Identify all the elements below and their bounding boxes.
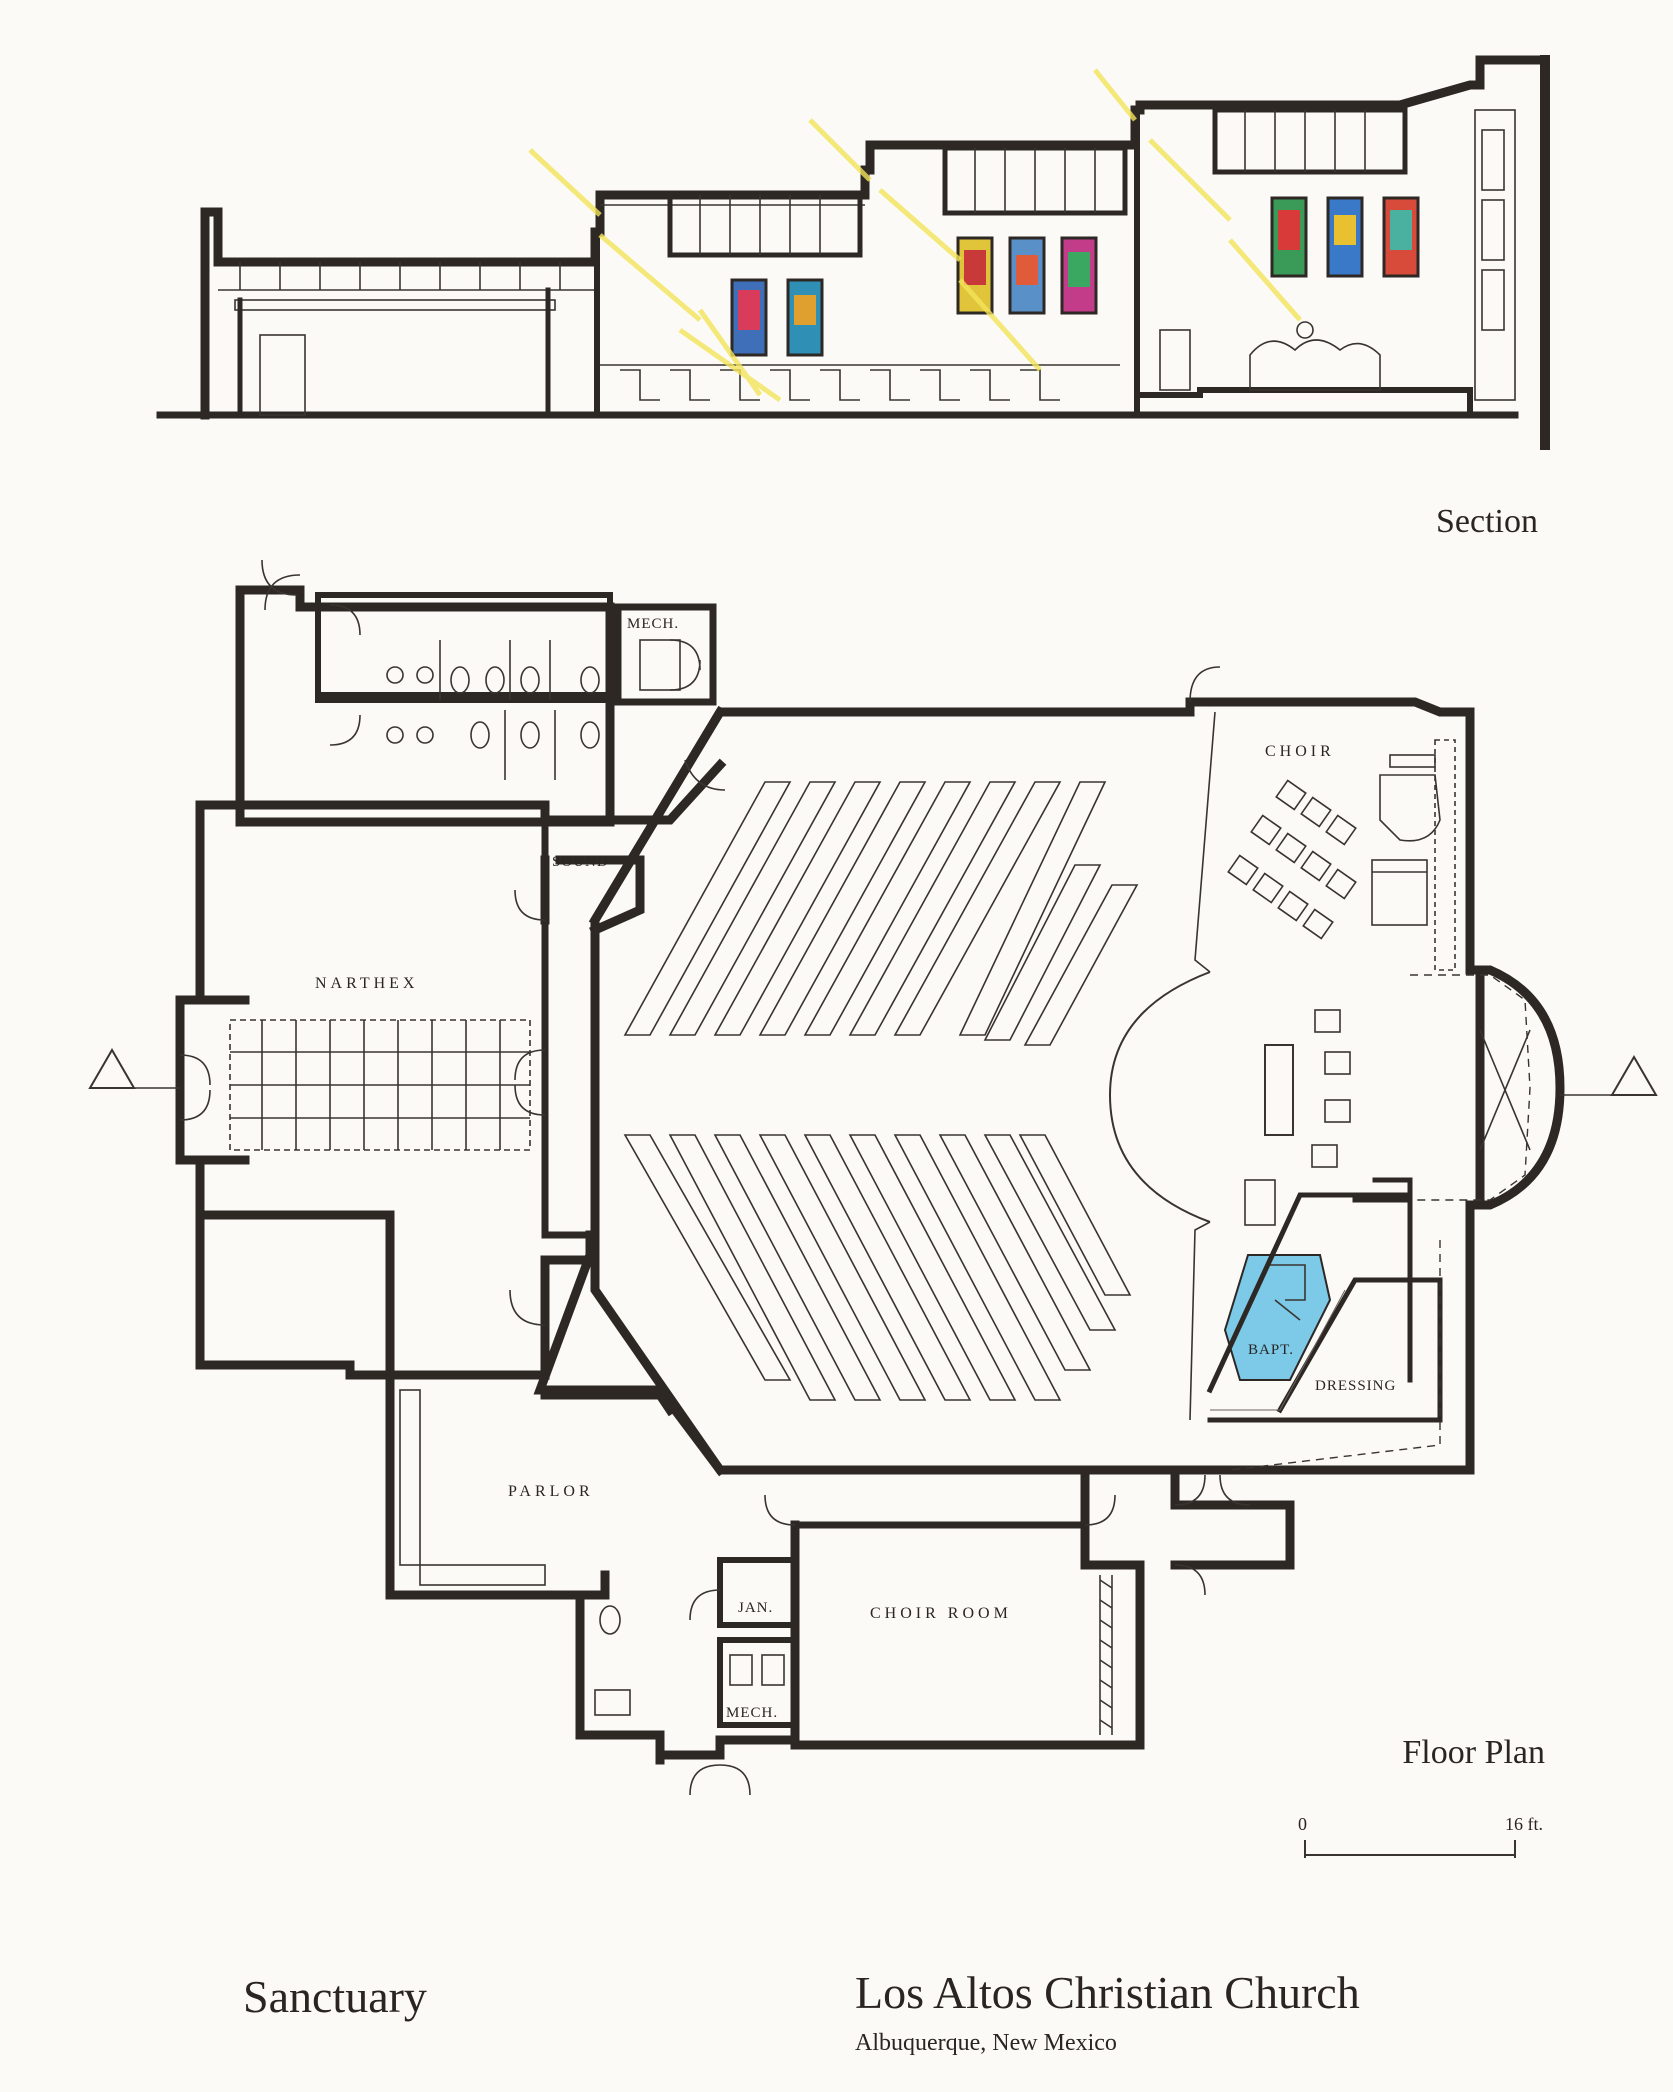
room-label-bapt: BAPT. <box>1248 1342 1294 1358</box>
service-fixtures <box>594 1605 785 1716</box>
chancel-furniture <box>1244 1009 1351 1226</box>
room-label-mech-bottom: MECH. <box>726 1705 778 1721</box>
choir-figures <box>1249 321 1381 391</box>
scale-bar <box>1304 1840 1516 1858</box>
room-label-narthex: NARTHEX <box>315 975 418 992</box>
floor-plan-label: Floor Plan <box>1402 1734 1545 1771</box>
section-pews <box>600 364 1120 401</box>
entry-arrow-east <box>1610 1055 1658 1096</box>
baptistry <box>1206 1192 1413 1414</box>
scale-start-label: 0 <box>1298 1814 1307 1834</box>
room-label-choir-room: CHOIR ROOM <box>870 1605 1012 1622</box>
pews-upper <box>623 781 1139 1046</box>
section-label: Section <box>1436 503 1538 540</box>
drawing-name: Sanctuary <box>243 1971 427 2022</box>
church-location: Albuquerque, New Mexico <box>855 2030 1117 2056</box>
entry-arrow-west <box>88 1048 136 1089</box>
building-section-drawing <box>156 55 1550 450</box>
choir-room-storage <box>1099 1575 1113 1735</box>
door-swings <box>179 559 1251 1796</box>
room-label-mech-top: MECH. <box>627 616 679 632</box>
stained-glass-windows <box>730 196 1420 357</box>
room-label-sound: SOUND <box>552 854 609 870</box>
room-label-jan: JAN. <box>738 1600 773 1616</box>
pews-lower <box>623 1134 1132 1401</box>
church-name: Los Altos Christian Church <box>855 1967 1360 2018</box>
scale-end-label: 16 ft. <box>1505 1814 1543 1834</box>
room-label-choir: CHOIR <box>1265 743 1335 760</box>
room-label-parlor: PARLOR <box>508 1483 594 1500</box>
restroom-fixtures <box>386 639 681 780</box>
sun-rays <box>528 68 1302 403</box>
choir-seating <box>1227 739 1456 971</box>
floor-plan-drawing <box>88 559 1658 1796</box>
room-label-dressing: DRESSING <box>1315 1378 1396 1394</box>
narthex-floor-grid <box>229 1019 531 1151</box>
